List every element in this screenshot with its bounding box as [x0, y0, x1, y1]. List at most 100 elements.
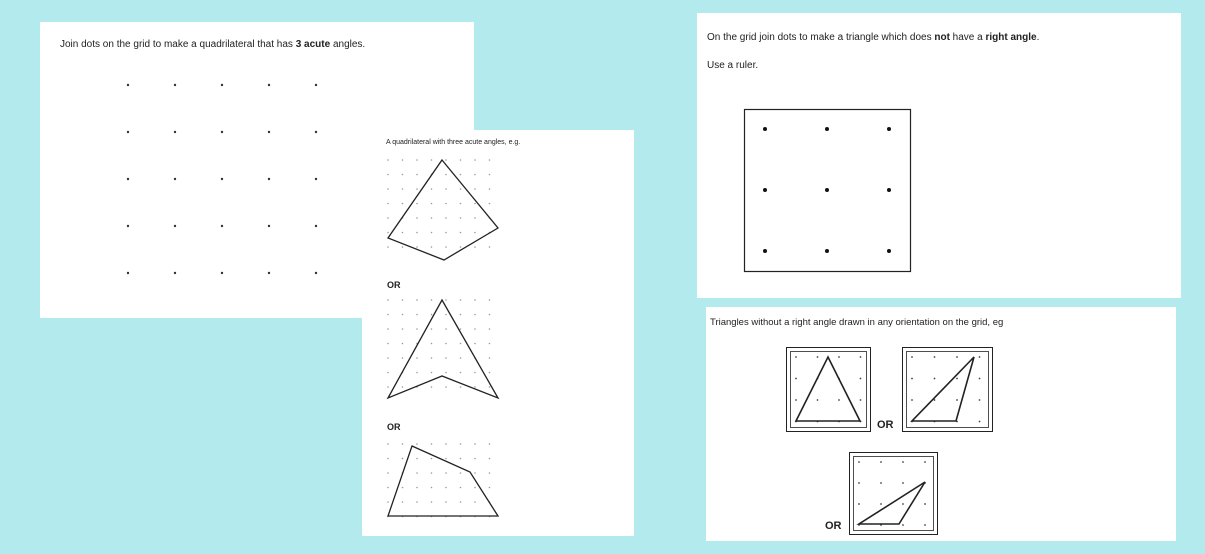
grid-dot	[401, 328, 404, 330]
grid-dot	[314, 271, 318, 275]
grid-dot	[956, 399, 958, 401]
grid-dot	[387, 457, 389, 460]
obtuse-triangle-1	[910, 356, 975, 422]
grid-dot	[173, 130, 177, 134]
grid-dot	[445, 342, 447, 345]
grid-dot	[401, 457, 404, 460]
grid-dot	[387, 246, 389, 248]
grid-dot	[387, 173, 389, 176]
grid-dot	[825, 127, 829, 131]
grid-dot	[763, 249, 767, 253]
grid-dot	[445, 443, 447, 445]
dot-grid-5x5[interactable]	[40, 22, 474, 318]
grid-dot	[488, 328, 491, 330]
grid-dot	[795, 356, 797, 358]
grid-dot	[488, 246, 491, 248]
grid-dot	[387, 443, 389, 445]
grid-dot	[488, 457, 491, 460]
grid-dot	[911, 377, 913, 380]
or-label-4: OR	[825, 520, 842, 532]
grid-dot	[267, 130, 271, 134]
grid-dot	[387, 299, 389, 301]
grid-dot	[430, 342, 433, 345]
grid-dot	[126, 177, 130, 181]
grid-dot	[488, 472, 491, 474]
grid-dot	[445, 486, 447, 489]
grid-dot	[459, 231, 462, 234]
grid-dot	[816, 356, 819, 358]
grid-dot	[474, 299, 476, 301]
grid-dot	[416, 472, 418, 474]
grid-dot	[267, 177, 271, 181]
grid-dot	[978, 356, 981, 358]
grid-dot	[858, 482, 860, 484]
acute-triangle	[794, 355, 862, 422]
grid-dot	[474, 342, 476, 345]
grid-dot	[220, 83, 224, 87]
grid-dot	[459, 443, 462, 445]
grid-dot	[416, 173, 418, 176]
grid-dot	[387, 202, 389, 205]
grid-dot	[401, 173, 404, 176]
grid-dot	[416, 486, 418, 489]
grid-dot	[474, 371, 476, 374]
grid-dot	[173, 177, 177, 181]
grid-dot	[430, 386, 433, 388]
triangle-box-1	[786, 347, 871, 432]
grid-dot	[488, 299, 491, 301]
grid-dot	[978, 377, 981, 380]
grid-dot	[401, 202, 404, 205]
grid-dot	[838, 356, 840, 358]
grid-dot	[978, 420, 981, 423]
grid-dot	[933, 356, 936, 358]
grid-dot	[902, 524, 904, 526]
grid-dot	[474, 159, 476, 161]
grid-dot	[430, 357, 433, 359]
grid-dot	[488, 342, 491, 345]
triangle-box-3-inner	[853, 456, 934, 531]
grid-dot	[387, 217, 389, 219]
grid-dot	[430, 472, 433, 474]
answer-grid-triangle-3	[849, 452, 938, 535]
grid-dot	[314, 130, 318, 134]
answer-grid-arrowhead	[386, 298, 500, 400]
grid-dot	[445, 457, 447, 460]
grid-dot	[126, 271, 130, 275]
grid-dot	[387, 188, 389, 190]
grid-dot	[416, 159, 418, 161]
grid-dot	[401, 231, 404, 234]
grid-dot	[430, 328, 433, 330]
grid-dot	[401, 501, 404, 503]
grid-dot	[474, 313, 476, 316]
grid-dot	[430, 231, 433, 234]
grid-dot	[416, 217, 418, 219]
grid-dot	[430, 457, 433, 460]
grid-dot	[416, 443, 418, 445]
grid-dot	[858, 503, 860, 505]
grid-dot	[173, 224, 177, 228]
grid-dot	[445, 357, 447, 359]
grid-dot	[887, 249, 891, 253]
grid-dot	[387, 501, 389, 503]
question-triangle-prompt: On the grid join dots to make a triangle…	[707, 32, 1040, 43]
grid-dot	[267, 271, 271, 275]
grid-dot	[474, 486, 476, 489]
grid-dot	[474, 501, 476, 503]
grid-dot	[416, 231, 418, 234]
triangle-box-2	[902, 347, 993, 432]
grid-dot	[978, 399, 981, 401]
grid-dot	[430, 202, 433, 205]
grid-dot	[401, 299, 404, 301]
grid-dot	[416, 357, 418, 359]
grid-dot	[220, 177, 224, 181]
grid-dot	[387, 313, 389, 316]
grid-dot	[838, 399, 840, 401]
grid-dot	[387, 357, 389, 359]
grid-dot	[126, 83, 130, 87]
grid-dot	[859, 377, 862, 380]
triangle-box-1-inner	[790, 351, 867, 428]
dot-grid-3x3-box[interactable]	[743, 108, 912, 273]
grid-dot	[173, 271, 177, 275]
grid-dot	[459, 357, 462, 359]
grid-dot	[911, 399, 913, 401]
